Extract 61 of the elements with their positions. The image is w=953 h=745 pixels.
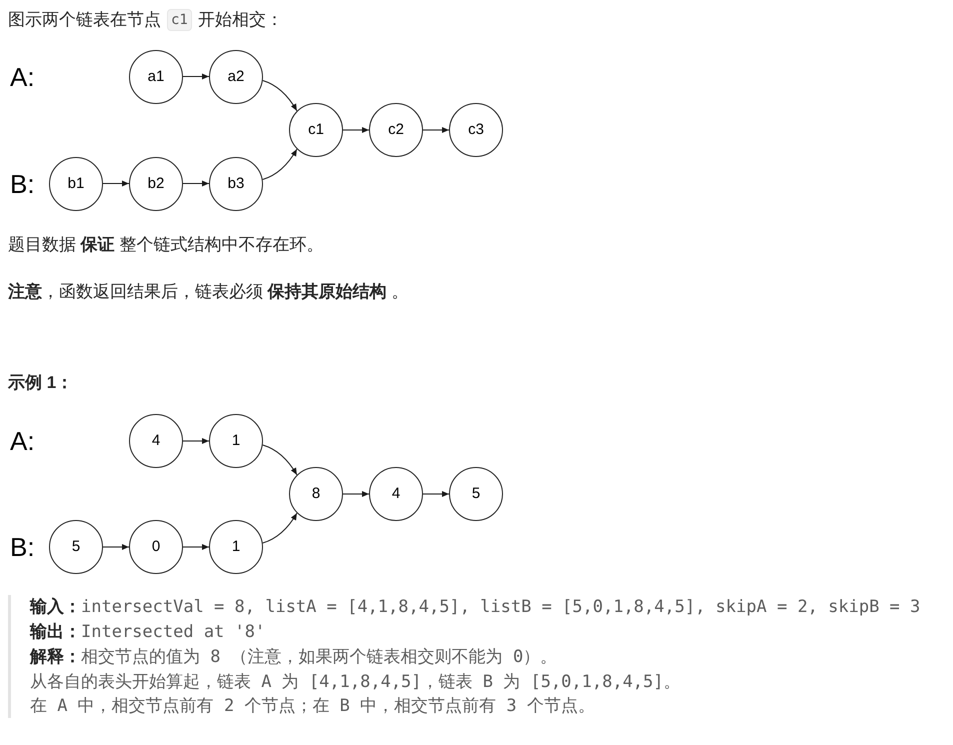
list-node	[129, 520, 183, 574]
list-node	[289, 467, 343, 521]
node-value: 8	[312, 486, 320, 502]
list-node	[209, 414, 263, 468]
node-value: 1	[232, 539, 240, 555]
arrow	[262, 444, 298, 476]
list-node	[49, 520, 103, 574]
node-value: 0	[152, 539, 160, 555]
list-node	[449, 467, 503, 521]
arrow	[342, 127, 370, 133]
arrow	[422, 127, 450, 133]
node-value: c3	[468, 122, 484, 138]
node-value: c2	[388, 122, 404, 138]
instruction-text: 开始相交：	[198, 9, 283, 31]
arrow	[182, 180, 210, 186]
node-value: 4	[392, 486, 400, 502]
list-node	[209, 156, 263, 210]
arrow	[422, 491, 450, 497]
arrow	[102, 544, 130, 550]
list-label: B:	[10, 533, 35, 561]
arrow	[262, 512, 298, 544]
node-value: b1	[68, 176, 84, 192]
node-value: 1	[232, 433, 240, 449]
list-node	[49, 156, 103, 210]
node-value: b3	[228, 176, 244, 192]
node-value: 5	[72, 539, 80, 555]
arrow	[182, 74, 210, 80]
example-line: 在 A 中，相交节点前有 2 个节点；在 B 中，相交节点前有 3 个节点。	[30, 695, 595, 717]
node-value: 4	[152, 433, 160, 449]
arrow	[182, 438, 210, 444]
node-value: b2	[148, 176, 164, 192]
list-node	[129, 50, 183, 104]
instruction-text: 注意，函数返回结果后，链表必须 保持其原始结构 。	[8, 281, 408, 303]
arrow	[102, 180, 130, 186]
list-node	[369, 467, 423, 521]
list-label: A:	[10, 427, 35, 455]
arrow	[262, 80, 298, 112]
node-value: c1	[308, 122, 324, 138]
list-node	[209, 520, 263, 574]
example-line: 解释：相交节点的值为 8 （注意，如果两个链表相交则不能为 0）。	[30, 646, 558, 668]
list-node	[129, 156, 183, 210]
list-node	[289, 103, 343, 157]
arrow	[342, 491, 370, 497]
arrow	[262, 148, 298, 180]
list-label: B:	[10, 170, 35, 198]
instruction-text: 题目数据 保证 整个链式结构中不存在环。	[8, 234, 324, 256]
list-node	[369, 103, 423, 157]
inline-code: c1	[167, 9, 192, 31]
node-value: a2	[228, 68, 244, 84]
section-heading: 示例 1：	[8, 372, 74, 394]
list-node	[129, 414, 183, 468]
example-line: 从各自的表头开始算起，链表 A 为 [4,1,8,4,5]，链表 B 为 [5,0,1,8,4,5]。	[30, 670, 681, 692]
instruction-text: 图示两个链表在节点	[8, 9, 161, 31]
node-value: 5	[472, 486, 480, 502]
example-line: 输出：Intersected at '8'	[30, 621, 266, 643]
list-node	[449, 103, 503, 157]
list-label: A:	[10, 62, 35, 90]
node-value: a1	[148, 68, 164, 84]
list-node	[209, 50, 263, 104]
example-line: 输入：intersectVal = 8, listA = [4,1,8,4,5], listB = [5,0,1,8,4,5], skipA = 2, skipB = 3	[30, 596, 920, 618]
arrow	[182, 544, 210, 550]
